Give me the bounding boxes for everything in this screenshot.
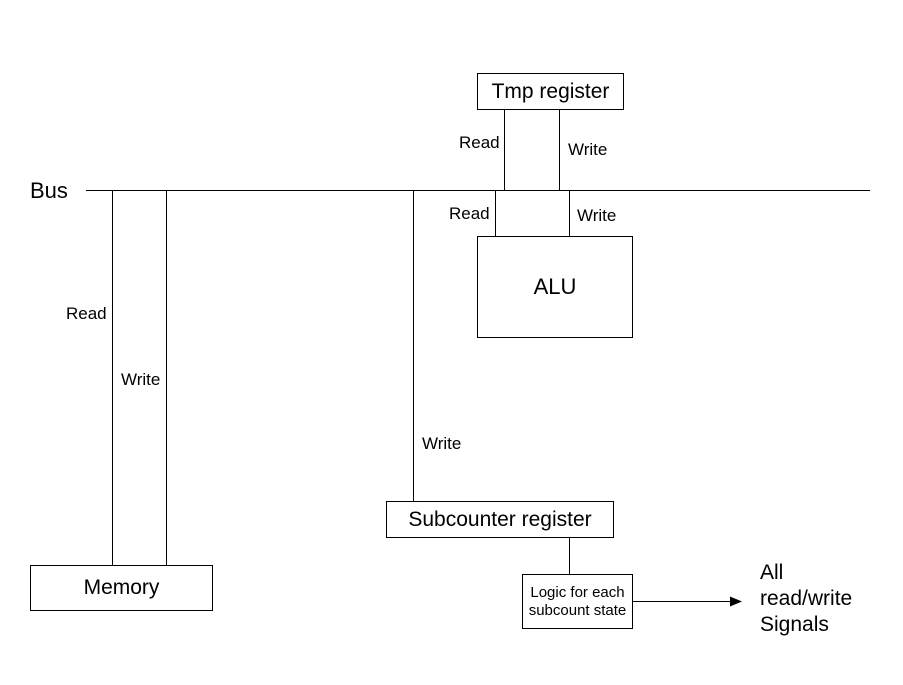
output-label-line-3: Signals bbox=[760, 613, 829, 636]
alu-label: ALU bbox=[533, 274, 577, 299]
alu-box: ALU bbox=[477, 236, 633, 338]
memory-write-label: Write bbox=[121, 370, 161, 389]
tmp-write-label: Write bbox=[568, 140, 608, 159]
logic-label-line-2: subcount state bbox=[528, 601, 627, 619]
memory-read-label: Read bbox=[66, 304, 107, 323]
tmp-register-box: Tmp register bbox=[477, 73, 624, 110]
bus-label: Bus bbox=[30, 178, 68, 203]
subcounter-write-label: Write bbox=[422, 434, 462, 453]
output-label-line-2: read/write bbox=[760, 587, 853, 610]
memory-label: Memory bbox=[83, 576, 160, 599]
memory-box: Memory bbox=[30, 565, 213, 611]
alu-write-label: Write bbox=[577, 206, 617, 225]
subcounter-register-box: Subcounter register bbox=[386, 501, 614, 538]
logic-box: Logic for each subcount state bbox=[522, 574, 633, 629]
output-label-line-1: All bbox=[760, 561, 784, 584]
alu-read-label: Read bbox=[449, 204, 490, 223]
output-signals-label: All read/write Signals bbox=[760, 560, 852, 638]
tmp-register-label: Tmp register bbox=[491, 79, 610, 103]
subcounter-register-label: Subcounter register bbox=[408, 507, 592, 531]
logic-label-line-1: Logic for each bbox=[530, 583, 625, 601]
tmp-read-label: Read bbox=[459, 133, 500, 152]
